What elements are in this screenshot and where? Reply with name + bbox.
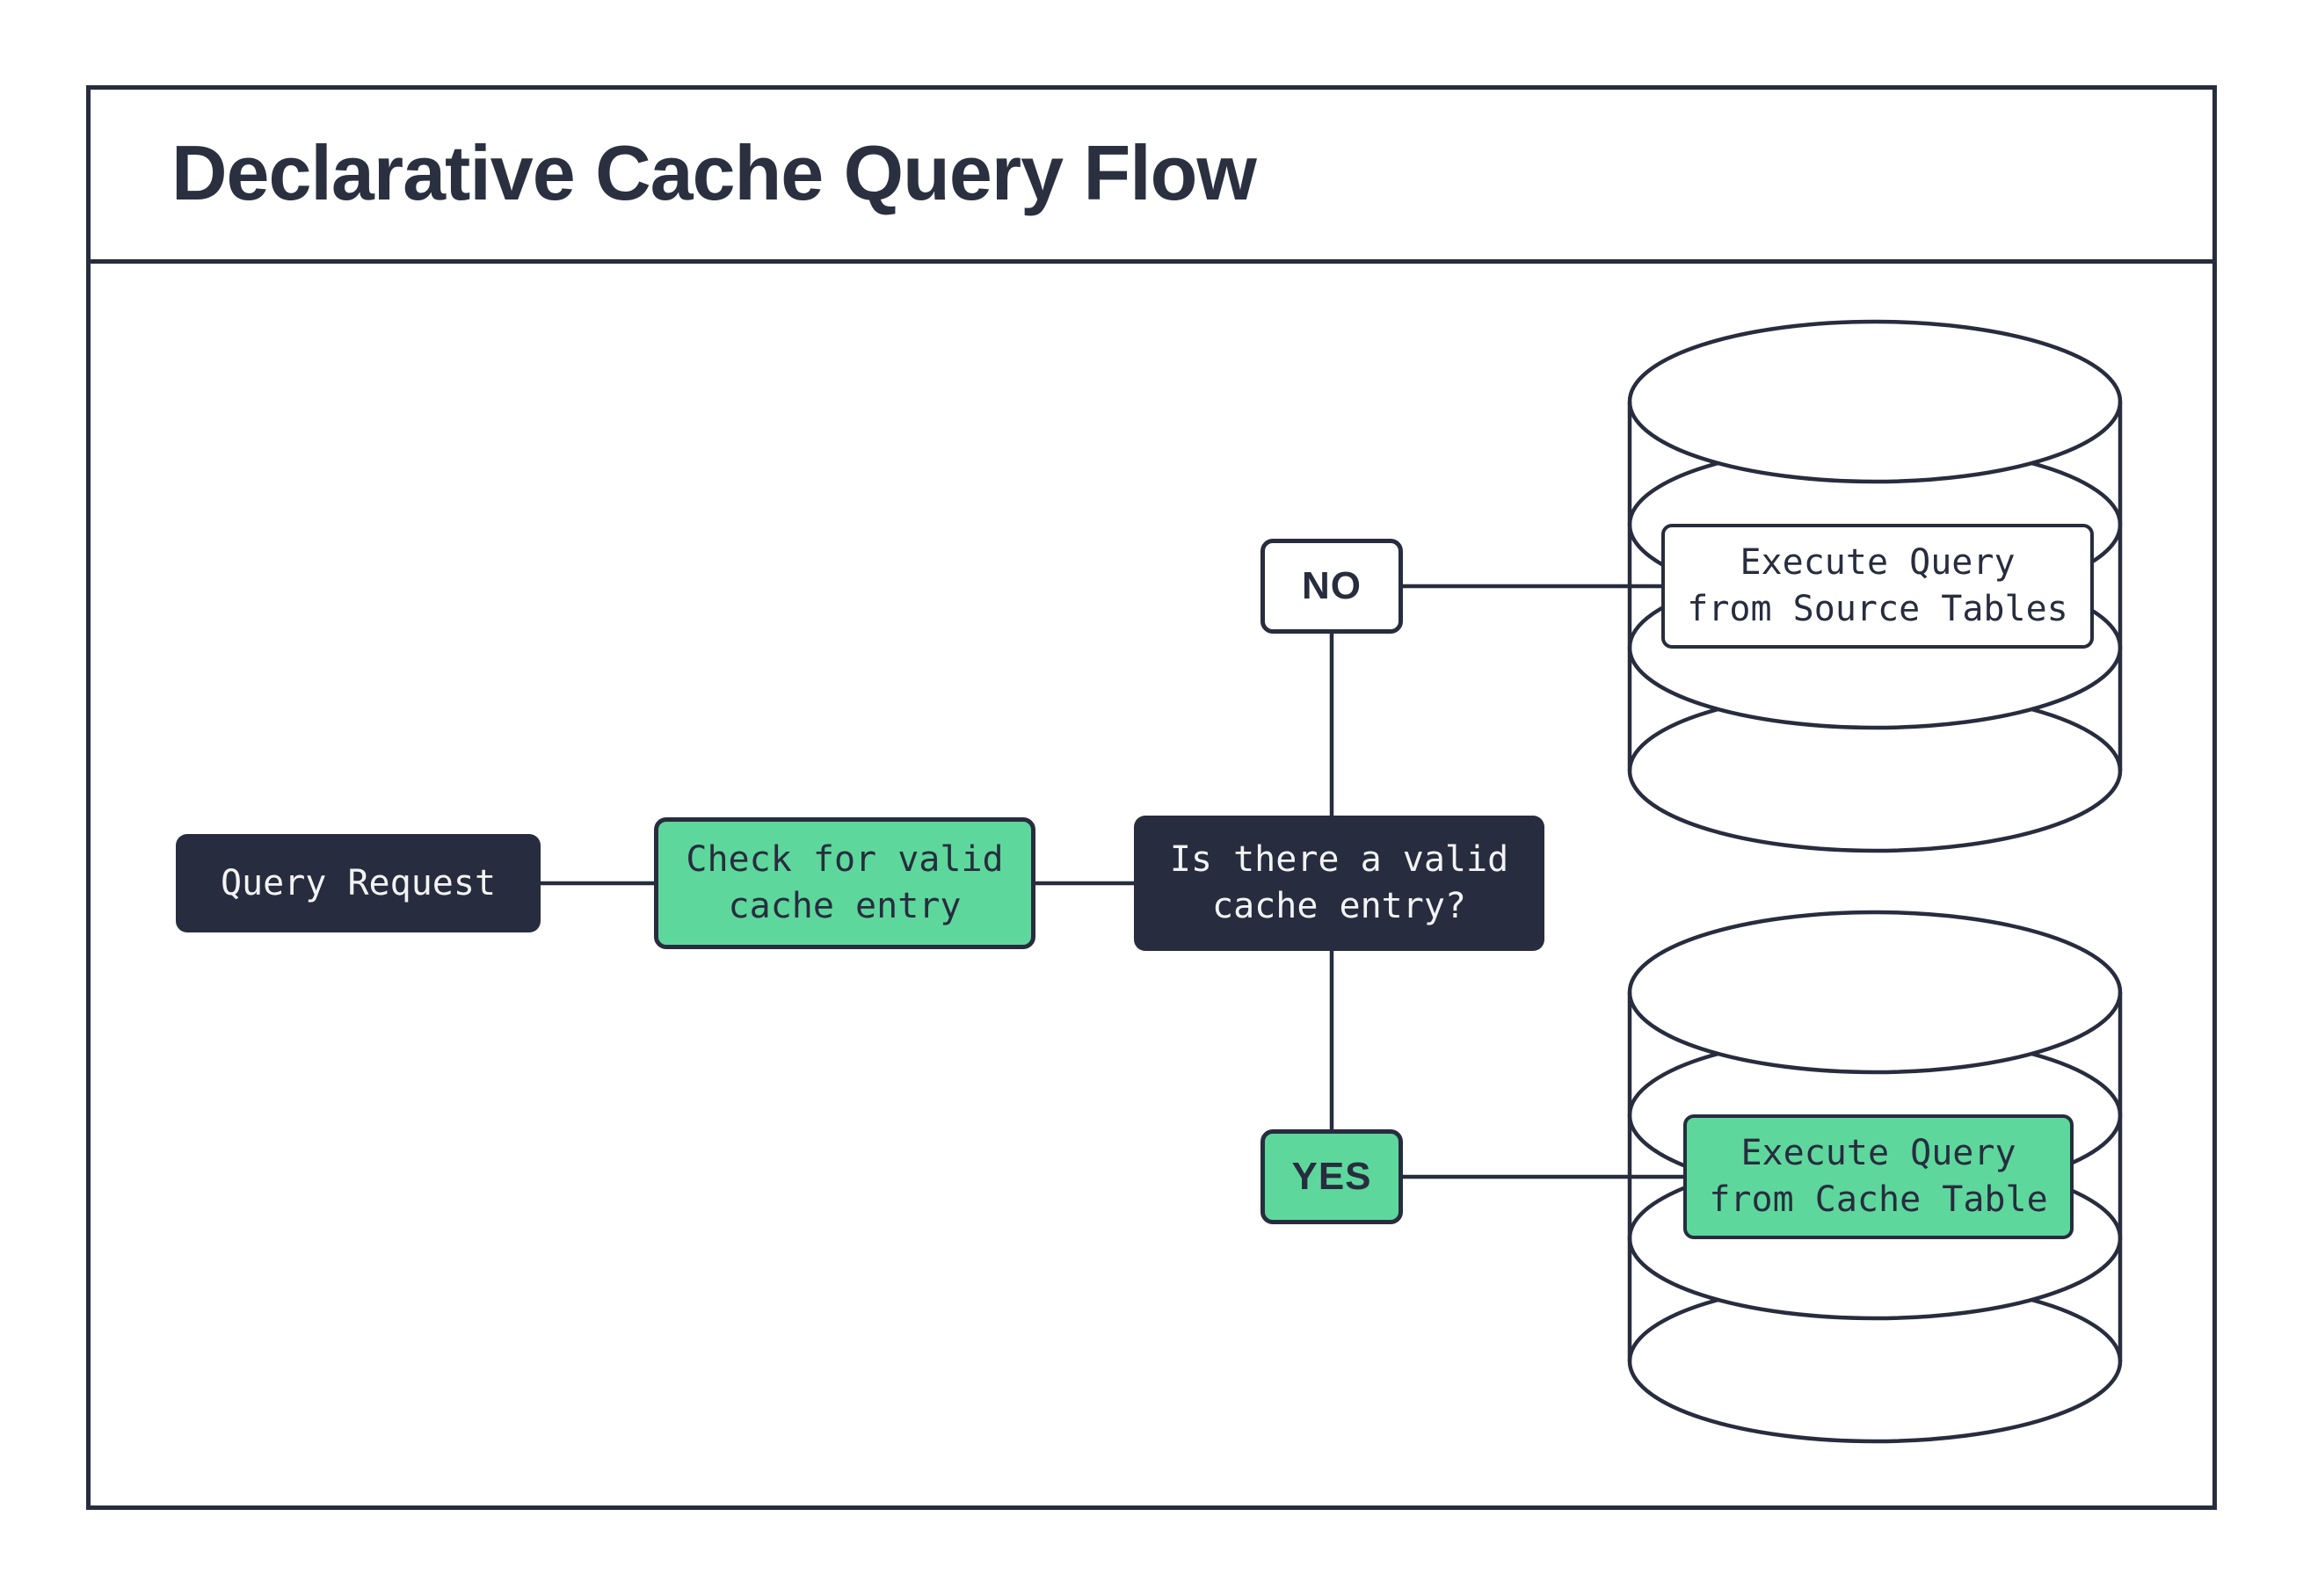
node-execute-query-cache-table: Execute Query from Cache Table (1683, 1114, 2074, 1239)
branch-label-yes: YES (1260, 1129, 1403, 1224)
node-execute-query-source-tables: Execute Query from Source Tables (1661, 524, 2094, 649)
header-divider (86, 259, 2217, 264)
node-decision-valid-cache: Is there a valid cache entry? (1134, 816, 1544, 951)
node-query-request: Query Request (176, 834, 541, 932)
node-check-cache-entry: Check for valid cache entry (654, 817, 1035, 949)
branch-label-no: NO (1260, 539, 1403, 634)
page-title: Declarative Cache Query Flow (171, 129, 1257, 216)
diagram-header: Declarative Cache Query Flow (86, 85, 2217, 261)
diagram-frame (86, 85, 2217, 1510)
